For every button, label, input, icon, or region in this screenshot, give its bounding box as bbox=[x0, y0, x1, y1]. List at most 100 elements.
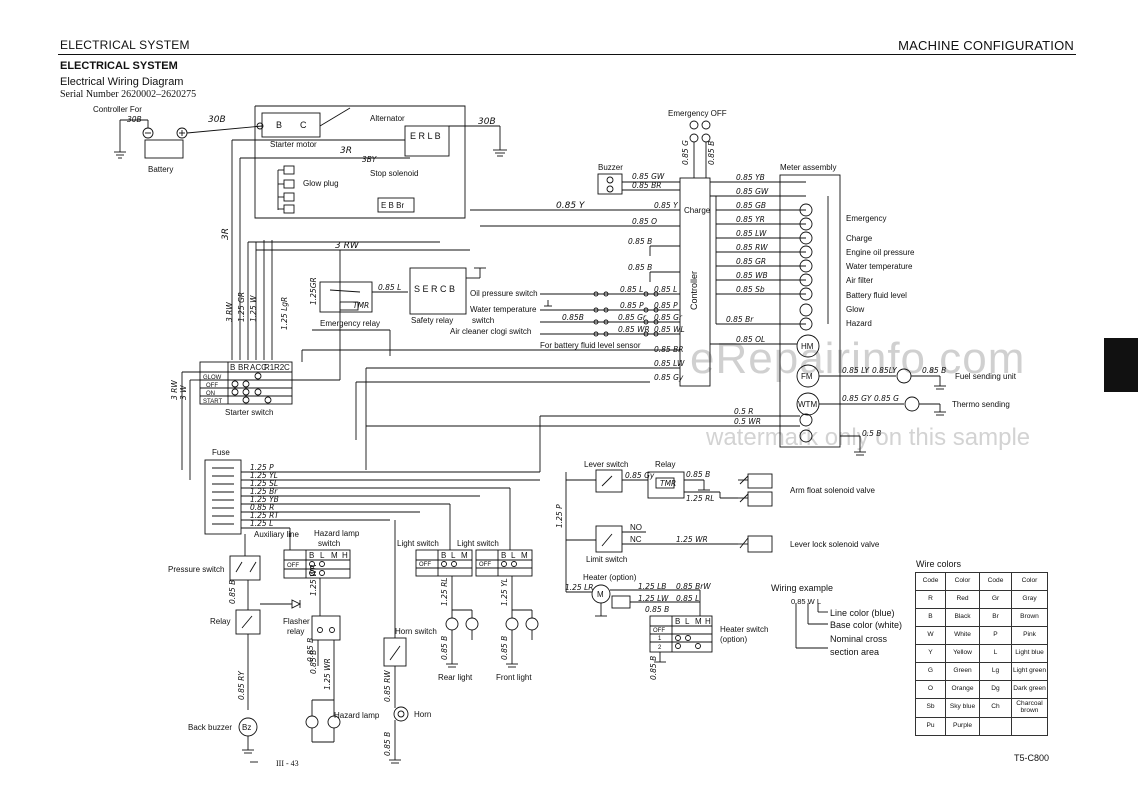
header-rule bbox=[58, 54, 1076, 55]
hs-col-b: B bbox=[675, 617, 680, 626]
hs-row-1: 1 bbox=[658, 636, 662, 642]
label-thermo-sending: Thermo sending bbox=[952, 400, 1010, 409]
wire-c-wr: 0.85 WR bbox=[618, 325, 650, 334]
label-controller: Controller bbox=[689, 271, 699, 310]
label-charge-mid: Charge bbox=[684, 206, 711, 215]
wire-30b-c: 30B bbox=[478, 117, 496, 127]
wire-085b-v: 0.85 B bbox=[707, 141, 716, 165]
hz-col-b: B bbox=[309, 551, 314, 560]
label-meter-assembly: Meter assembly bbox=[780, 163, 836, 172]
label-emergency-off: Emergency OFF bbox=[668, 109, 727, 118]
label-controller-for: Controller For bbox=[93, 105, 142, 114]
wire-085l-er: 0.85 L bbox=[378, 283, 401, 292]
relay-left bbox=[235, 580, 261, 710]
starter-terminal-b: B bbox=[276, 120, 282, 130]
engine-harness-outline bbox=[254, 105, 466, 219]
light-switch-1 bbox=[415, 549, 473, 577]
section-title: ELECTRICAL SYSTEM bbox=[60, 60, 178, 72]
hz-col-h: H bbox=[342, 551, 348, 560]
wc-code: L bbox=[979, 644, 1012, 663]
wc-code: Br bbox=[979, 608, 1012, 627]
ss-row-glow: GLOW bbox=[203, 375, 222, 381]
label-horn-switch: Horn switch bbox=[395, 627, 437, 636]
wire-085y: 0.85 Y bbox=[654, 201, 679, 210]
wire-c-p: 0.85 P bbox=[620, 301, 644, 310]
wc-color: Charcoal brown bbox=[1011, 698, 1048, 718]
thermo-sending-unit bbox=[904, 396, 920, 412]
label-relay-right: Relay bbox=[655, 460, 675, 469]
wire-lv-wr: 1.25 WR bbox=[676, 535, 708, 544]
wire-3rw-v: 3 RW bbox=[225, 302, 234, 322]
wire-c-l: 0.85 L bbox=[620, 285, 643, 294]
label-rear-light: Rear light bbox=[438, 673, 473, 682]
wc-code: G bbox=[915, 662, 946, 681]
wire-085gw: 0.85 GW bbox=[632, 172, 665, 181]
label-air-cleaner-switch: Air cleaner clogi switch bbox=[450, 327, 531, 336]
wire-fz3: 1.25 SL bbox=[250, 479, 278, 488]
ls1-col-b: B bbox=[441, 551, 446, 560]
wire-c-lw: 0.85 LW bbox=[654, 359, 685, 368]
section-tab bbox=[1104, 338, 1138, 392]
wire-m-wb: 0.85 WB bbox=[736, 271, 768, 280]
back-buzzer-symbol: Bz bbox=[242, 723, 251, 732]
wire-p-ry: 0.85 RY bbox=[237, 670, 246, 700]
wire-c-gr2: 0.85 Gr bbox=[654, 313, 683, 322]
wire-h-b: 0.85 B bbox=[645, 605, 669, 614]
wc-color: Purple bbox=[945, 716, 980, 736]
ls2-col-b: B bbox=[501, 551, 506, 560]
wire-30b-b: 30B bbox=[208, 115, 226, 125]
ss-row-start: START bbox=[203, 399, 222, 405]
label-safety-relay: Safety relay bbox=[411, 316, 453, 325]
wire-hn-rw: 0.85 RW bbox=[383, 670, 392, 702]
label-hazard-lamp-switch: Hazard lamp bbox=[314, 529, 360, 538]
wire-lv-p: 1.25 P bbox=[555, 504, 564, 528]
wire-h-brw: 0.85 BrW bbox=[676, 582, 711, 591]
wc-color: Dark green bbox=[1011, 680, 1048, 699]
wire-m-sb: 0.85 Sb bbox=[736, 285, 765, 294]
wc-code: Lg bbox=[979, 662, 1012, 681]
label-fluid-level-sensor: For battery fluid level sensor bbox=[540, 341, 641, 350]
sensor-contacts bbox=[544, 291, 659, 337]
label-hazard-lamp-switch-2: switch bbox=[318, 539, 340, 548]
wire-m-lw: 0.85 LW bbox=[736, 229, 767, 238]
wire-125lgr: 1.25 LgR bbox=[280, 297, 289, 330]
wire-f-b: 0.85 B bbox=[922, 366, 946, 375]
wire-t-gy: 0.85 GY bbox=[842, 394, 873, 403]
label-lever-switch: Lever switch bbox=[584, 460, 628, 469]
wire-ls-b2: 0.85 B bbox=[500, 636, 509, 660]
heater-switch bbox=[649, 615, 713, 663]
arm-float-valves bbox=[738, 473, 773, 507]
label-water-temp-switch-2: switch bbox=[472, 316, 494, 325]
wire-h-lw: 1.25 LW bbox=[638, 594, 669, 603]
starter-motor bbox=[256, 112, 321, 138]
wire-fz7: 1.25 RT bbox=[250, 511, 280, 520]
label-heater-switch-2: (option) bbox=[720, 635, 747, 644]
wc-color: White bbox=[945, 626, 980, 645]
wire-f-ly2: 0.85LY bbox=[872, 366, 898, 375]
wire-h-lb: 1.25 LB bbox=[638, 582, 666, 591]
wiring-example-base-color: Base color (white) bbox=[830, 620, 903, 630]
wire-085b-2: 0.85 B bbox=[628, 263, 652, 272]
meter-lamp-hazard: Hazard bbox=[846, 319, 872, 328]
lever-lock-valve bbox=[738, 535, 773, 553]
ss-col-c: C bbox=[284, 363, 290, 372]
hour-meter-gauge bbox=[796, 334, 820, 358]
figure-code: T5-C800 bbox=[1014, 753, 1050, 763]
page-number: III - 43 bbox=[276, 759, 299, 768]
safety-relay bbox=[409, 267, 486, 315]
ls2-col-m: M bbox=[521, 551, 528, 560]
stop-solenoid-terminals: E B Br bbox=[381, 201, 404, 210]
wire-m-yr: 0.85 YR bbox=[736, 215, 765, 224]
wc-head-code: Code bbox=[915, 572, 946, 591]
lever-switch bbox=[595, 469, 648, 493]
wire-c-ol: 0.85 OL bbox=[736, 335, 765, 344]
fuel-sending-unit bbox=[896, 368, 912, 384]
wire-3w-left: 3 W bbox=[179, 385, 188, 400]
emergency-off-switch bbox=[689, 120, 711, 178]
hazard-lamp-switch bbox=[283, 549, 351, 579]
meter-lamp-charge: Charge bbox=[846, 234, 873, 243]
